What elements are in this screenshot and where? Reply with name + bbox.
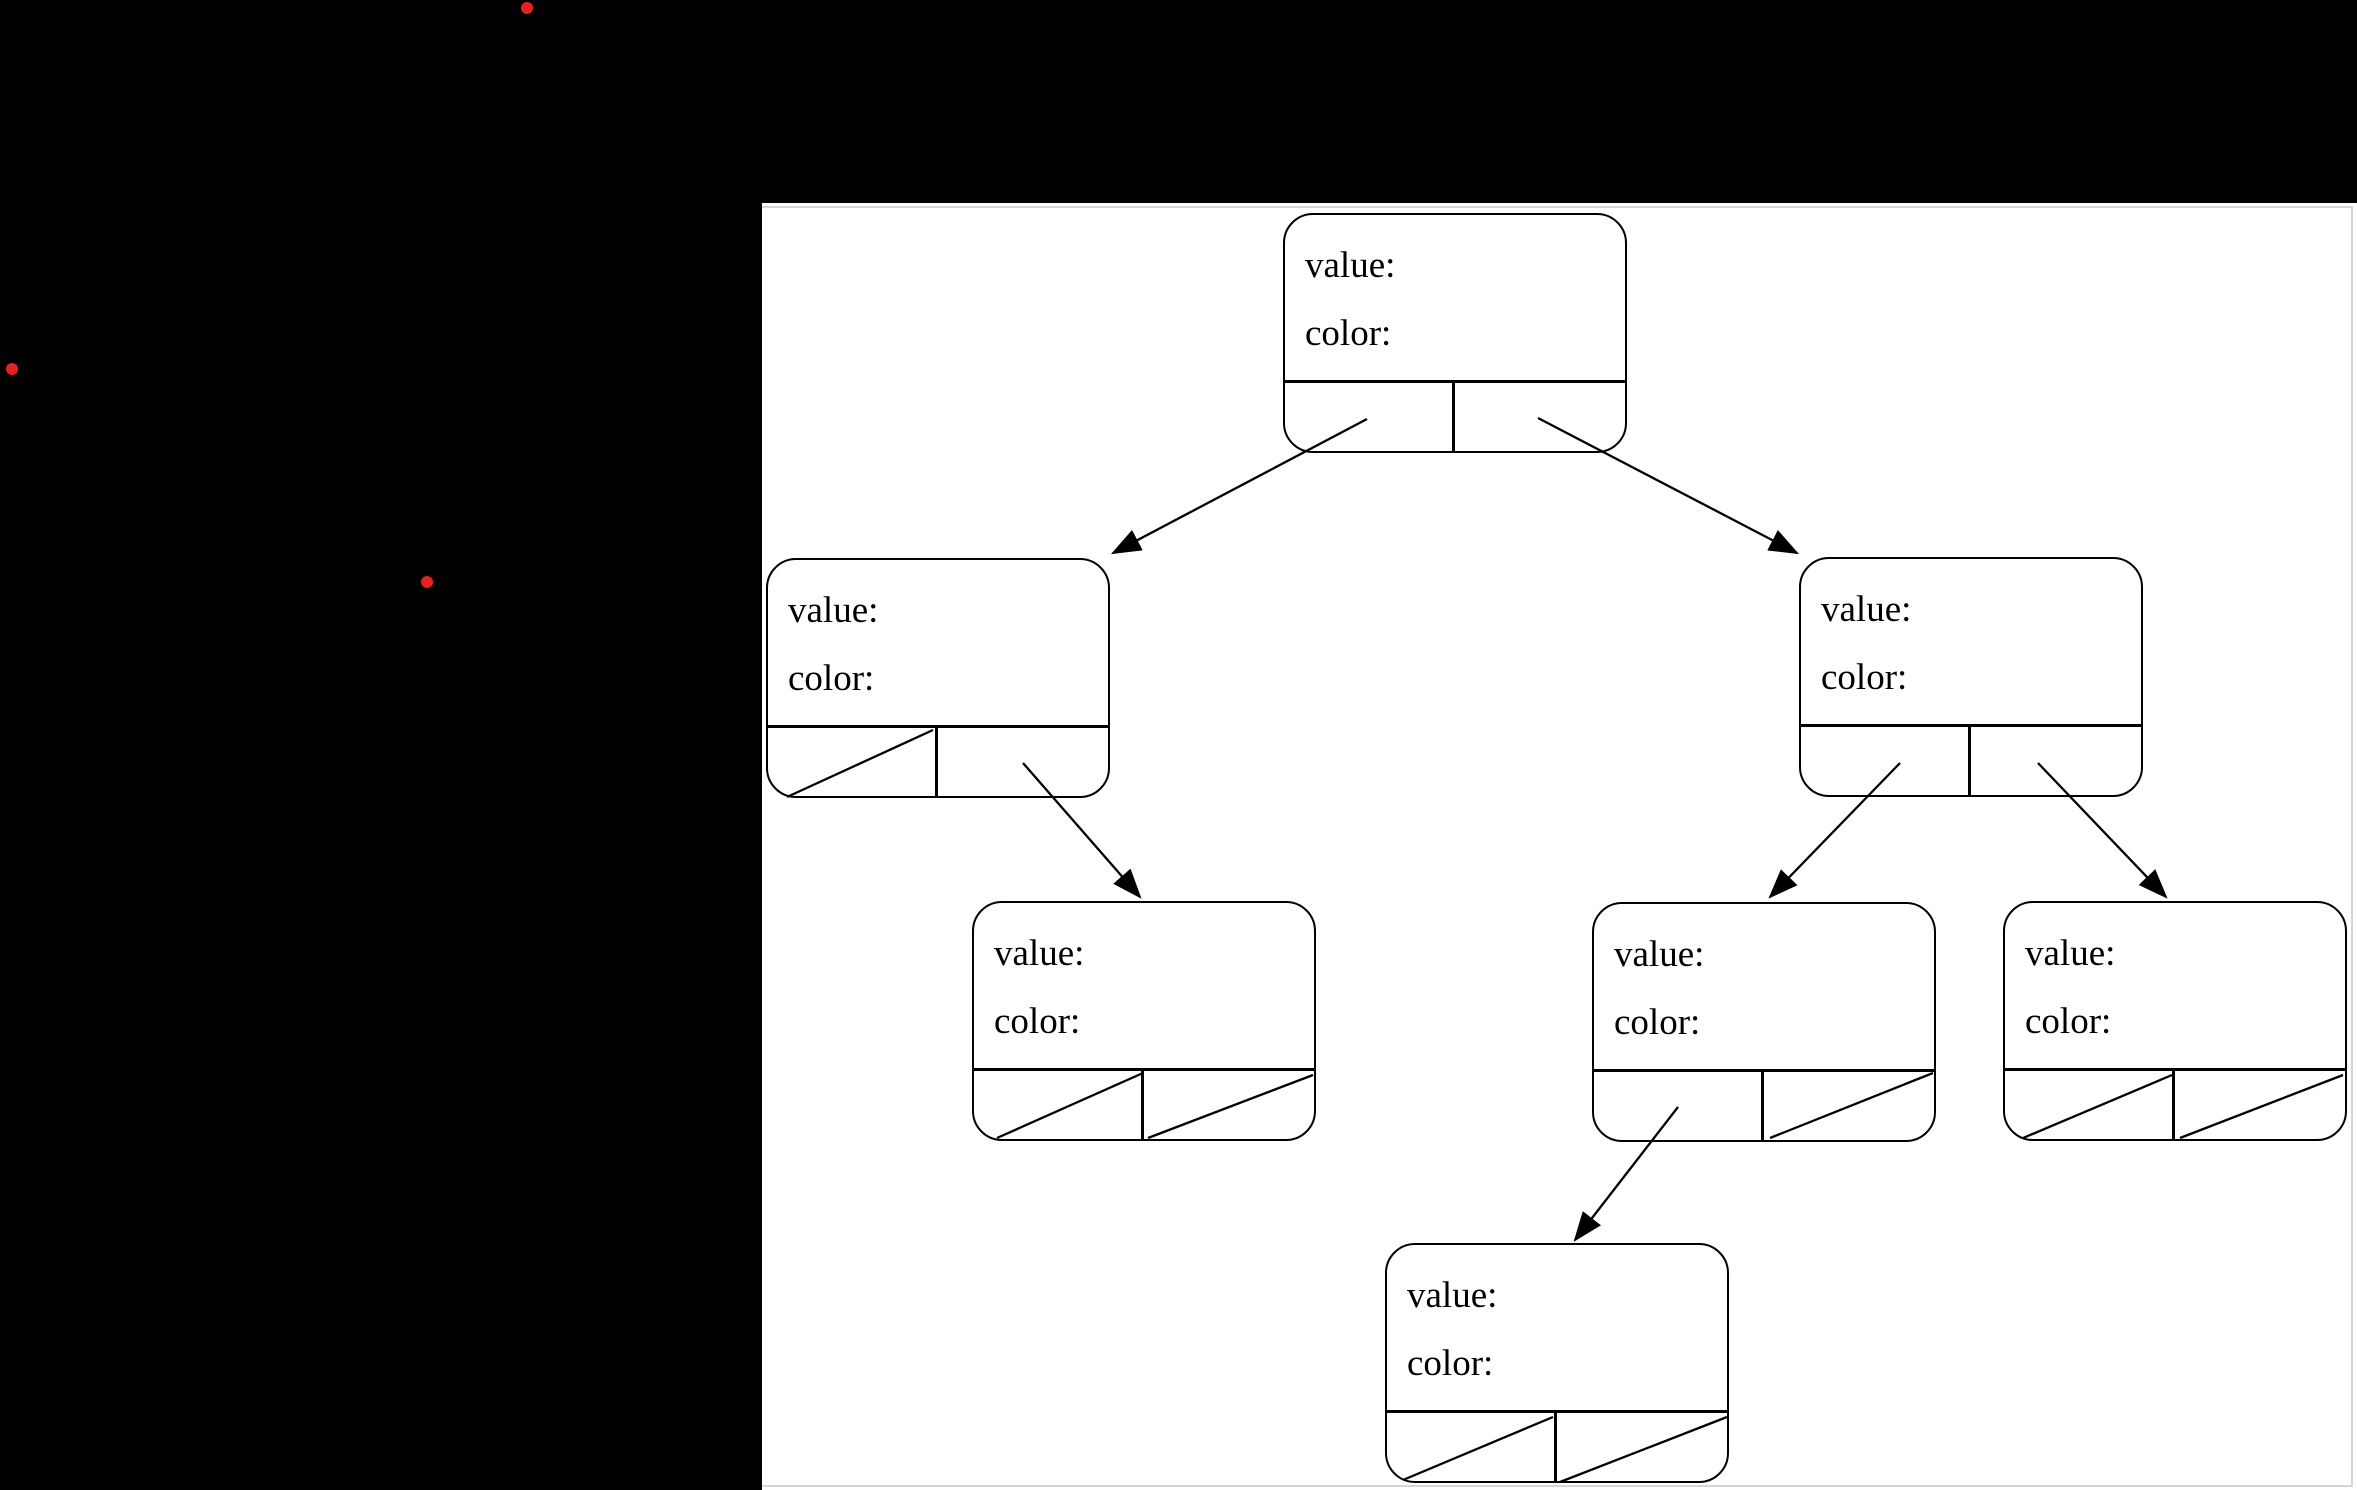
pointer-row [1801,724,2141,795]
pointer-row [974,1068,1314,1139]
pointer-row [768,725,1108,796]
red-marker-dot-1 [521,2,533,14]
pointer-row [1285,380,1625,451]
tree-node-node-lr[interactable]: value: color: [972,901,1316,1141]
left-pointer-cell [2005,1071,2175,1139]
tree-node-root[interactable]: value: color: [1283,213,1627,453]
tree-node-node-rll[interactable]: value: color: [1385,1243,1729,1483]
right-pointer-cell [1455,383,1625,451]
left-pointer-cell [1387,1413,1557,1481]
right-pointer-cell [1971,727,2141,795]
node-value-label: value: [1407,1275,1498,1316]
red-marker-dot-3 [421,576,433,588]
left-pointer-cell [1594,1072,1764,1140]
node-color-label: color: [2025,1001,2112,1042]
left-pointer-cell [1801,727,1971,795]
right-pointer-cell [938,728,1108,796]
node-color-label: color: [1305,313,1392,354]
right-pointer-cell [1764,1072,1934,1140]
node-color-label: color: [1614,1002,1701,1043]
node-color-label: color: [1821,657,1908,698]
tree-node-node-r[interactable]: value: color: [1799,557,2143,797]
node-value-label: value: [994,933,1085,974]
pointer-row [1387,1410,1727,1481]
pointer-row [1594,1069,1934,1140]
node-value-label: value: [2025,933,2116,974]
right-pointer-cell [2175,1071,2345,1139]
tree-node-node-l[interactable]: value: color: [766,558,1110,798]
node-color-label: color: [1407,1343,1494,1384]
tree-node-node-rl[interactable]: value: color: [1592,902,1936,1142]
node-color-label: color: [994,1001,1081,1042]
node-value-label: value: [788,590,879,631]
tree-node-node-rr[interactable]: value: color: [2003,901,2347,1141]
node-value-label: value: [1614,934,1705,975]
left-pointer-cell [974,1071,1144,1139]
node-color-label: color: [788,658,875,699]
red-marker-dot-2 [6,363,18,375]
left-pointer-cell [768,728,938,796]
pointer-row [2005,1068,2345,1139]
node-value-label: value: [1305,245,1396,286]
node-value-label: value: [1821,589,1912,630]
right-pointer-cell [1144,1071,1314,1139]
right-pointer-cell [1557,1413,1727,1481]
left-pointer-cell [1285,383,1455,451]
